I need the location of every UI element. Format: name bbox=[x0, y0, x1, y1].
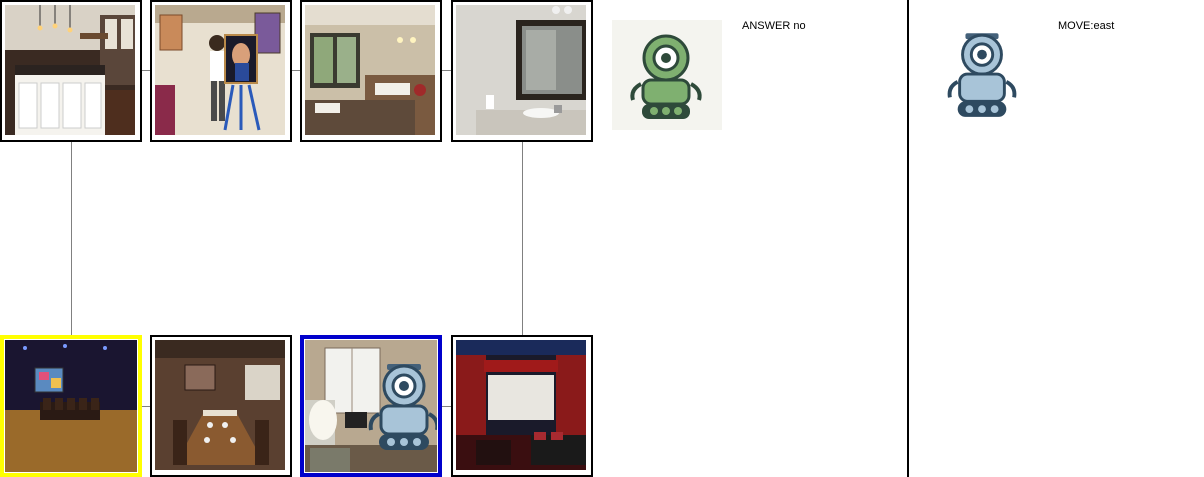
edge-bedroom-bathroom bbox=[442, 70, 451, 71]
bedroom-image bbox=[305, 5, 437, 137]
panel-divider bbox=[907, 0, 909, 477]
edge-living-theater2 bbox=[442, 406, 451, 407]
answer-label: ANSWER bbox=[742, 20, 791, 32]
edge-art-studio-bedroom bbox=[292, 70, 300, 71]
room-kitchen[interactable] bbox=[0, 0, 142, 142]
room-home-theater-red[interactable] bbox=[451, 335, 593, 477]
green-robot-icon bbox=[612, 20, 722, 130]
room-living-current[interactable] bbox=[300, 335, 442, 477]
room-home-theater-target[interactable] bbox=[0, 335, 142, 477]
move-label: MOVE bbox=[1058, 20, 1091, 32]
blue-robot-icon bbox=[368, 364, 437, 450]
art-studio-image bbox=[155, 5, 287, 137]
answer-value: no bbox=[793, 20, 806, 32]
red-theater-image bbox=[456, 340, 588, 472]
room-bedroom[interactable] bbox=[300, 0, 442, 142]
move-readout: MOVE:east bbox=[1058, 20, 1115, 32]
room-bathroom[interactable] bbox=[451, 0, 593, 142]
agent-card-left bbox=[612, 20, 722, 130]
room-graph-board bbox=[0, 0, 600, 477]
home-theater-image bbox=[5, 340, 137, 472]
edge-theater-dining bbox=[142, 406, 150, 407]
room-dining[interactable] bbox=[150, 335, 292, 477]
dining-room-image bbox=[155, 340, 287, 472]
edge-bathroom-theater2 bbox=[522, 142, 523, 335]
move-value: east bbox=[1093, 20, 1115, 32]
answer-readout: ANSWER no bbox=[742, 20, 806, 32]
living-room-image bbox=[305, 340, 437, 472]
edge-kitchen-art-studio bbox=[142, 70, 150, 71]
bathroom-image bbox=[456, 5, 588, 137]
blue-robot-icon bbox=[947, 33, 1017, 117]
edge-kitchen-theater bbox=[71, 142, 72, 335]
room-art-studio[interactable] bbox=[150, 0, 292, 142]
kitchen-image bbox=[5, 5, 137, 137]
